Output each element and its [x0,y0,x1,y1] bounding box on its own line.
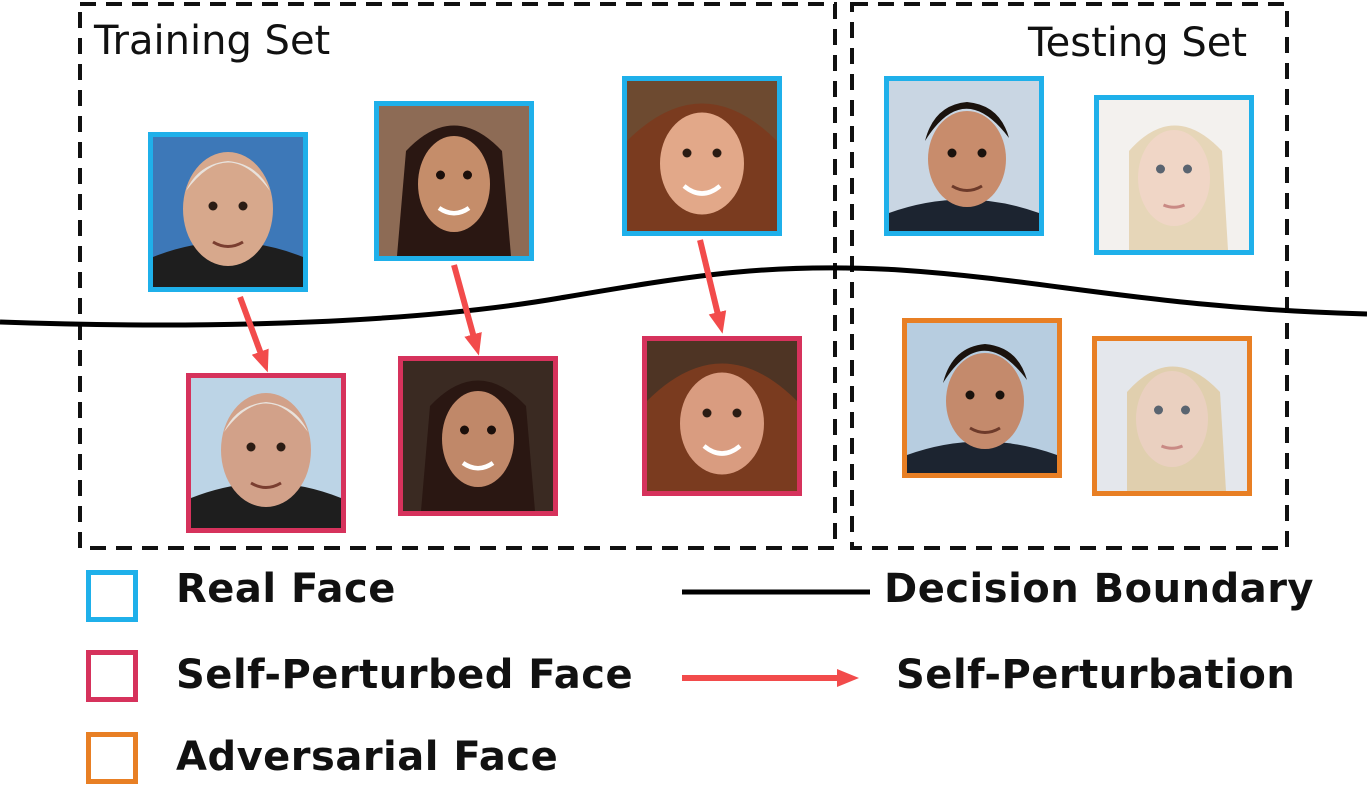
face-real-auburn-woman [622,76,782,236]
elderly-man-face-icon [153,137,303,287]
training-set-title: Training Set [94,18,331,64]
training-set-container [78,2,837,550]
legend-adversarial-label: Adversarial Face [176,734,559,780]
legend-adversarial-swatch [86,732,138,784]
young-woman-face-icon [403,361,553,511]
decision-boundary-curve [0,265,1367,328]
face-self-perturbed-young-woman [398,356,558,516]
face-real-blonde-woman [1094,95,1254,255]
face-self-perturbed-auburn-woman [642,336,802,496]
face-real-dark-hair-man [884,76,1044,236]
young-woman-face-icon [379,106,529,256]
testing-set-container [850,2,1289,550]
auburn-woman-face-icon [647,341,797,491]
blonde-woman-face-icon [1097,341,1247,491]
legend-self-perturbed-swatch [86,650,138,702]
elderly-man-face-icon [191,378,341,528]
legend-real-face-label: Real Face [176,566,396,612]
man-face-icon [907,323,1057,473]
face-real-young-woman [374,101,534,261]
self-perturbation-arrow-1 [237,295,269,373]
blonde-woman-face-icon [1099,100,1249,250]
face-adversarial-dark-hair-man [902,318,1062,478]
legend-self-perturbation-label: Self-Perturbation [896,652,1296,698]
testing-set-title: Testing Set [1028,20,1248,66]
face-real-elderly-man [148,132,308,292]
self-perturbation-arrow-2 [451,264,482,356]
man-face-icon [889,81,1039,231]
auburn-woman-face-icon [627,81,777,231]
legend-real-face-swatch [86,570,138,622]
self-perturbation-arrow-3 [697,239,727,334]
face-adversarial-blonde-woman [1092,336,1252,496]
face-self-perturbed-elderly-man [186,373,346,533]
legend-decision-boundary-label: Decision Boundary [884,566,1315,612]
legend-self-perturbed-label: Self-Perturbed Face [176,652,634,698]
